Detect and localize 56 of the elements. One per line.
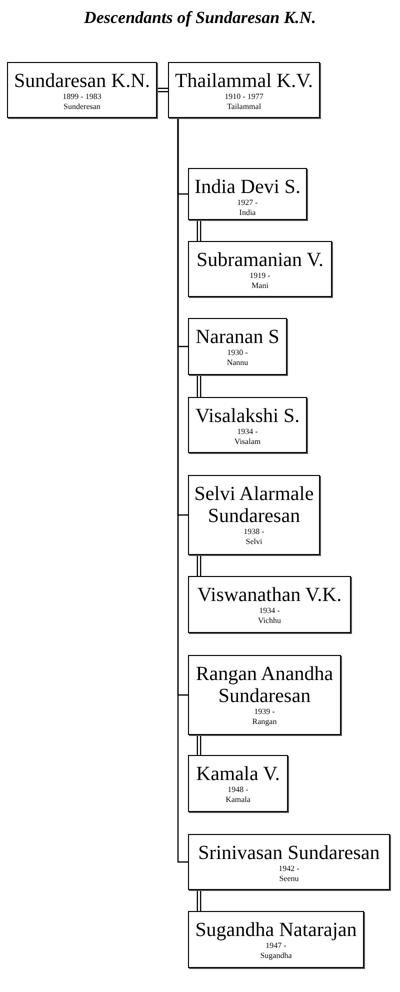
nickname: India: [238, 208, 257, 218]
person-box: [188, 241, 332, 297]
nickname: Vichhu: [256, 616, 282, 626]
person-box: [188, 168, 307, 220]
nickname: Sunderesan: [62, 102, 102, 112]
person-name: Sundaresan K.N.: [12, 70, 152, 92]
life-years: 1939 -: [253, 707, 276, 717]
life-years: 1927 -: [236, 198, 259, 208]
life-years: 1930 -: [226, 348, 249, 358]
person-name: Visalakshi S.: [194, 405, 301, 427]
nickname: Kamala: [224, 795, 252, 805]
marriage-line: [196, 374, 202, 398]
person-box: [7, 62, 157, 118]
marriage-line: [196, 554, 202, 577]
person-box: [188, 911, 364, 968]
person-name: Subramanian V.: [195, 249, 325, 271]
life-years: 1934 -: [236, 427, 259, 437]
marriage-line: [196, 219, 202, 242]
person-box: [188, 475, 320, 555]
nickname: Nannu: [226, 358, 250, 368]
life-years: 1910 - 1977: [224, 92, 264, 102]
person-box: [188, 834, 390, 890]
person-name: India Devi S.: [193, 176, 302, 198]
nickname: Mani: [250, 281, 270, 291]
life-years: 1919 -: [248, 271, 272, 281]
person-name: Viswanathan V.K.: [196, 584, 343, 606]
diagram-title: Descendants of Sundaresan K.N.: [82, 8, 317, 28]
person-box: [188, 576, 351, 633]
life-years: 1942 -: [278, 864, 300, 874]
nickname: Visalam: [233, 437, 262, 447]
person-box: [168, 62, 320, 118]
life-years: 1948 -: [226, 785, 250, 795]
person-box: [188, 655, 341, 735]
person-name: Kamala V.: [195, 763, 281, 785]
person-name: Naranan S: [194, 326, 280, 348]
life-years: 1938 -: [242, 527, 266, 537]
life-years: 1899 - 1983: [62, 92, 102, 102]
person-name: Rangan Anandha Sundaresan: [194, 663, 334, 707]
life-years: 1934 -: [258, 606, 281, 616]
marriage-line: [196, 889, 202, 912]
person-name: Selvi Alarmale Sundaresan: [193, 483, 315, 527]
person-name: Srinivasan Sundaresan: [197, 842, 381, 864]
person-box: [188, 318, 287, 375]
person-box: [188, 755, 288, 812]
marriage-line: [196, 734, 202, 756]
nickname: Rangan: [251, 717, 278, 727]
nickname: Selvi: [244, 537, 264, 547]
person-box: [188, 397, 307, 453]
person-name: Thailammal K.V.: [174, 70, 314, 92]
descent-line: [177, 118, 188, 863]
marriage-line: [156, 88, 169, 92]
nickname: Tailammal: [226, 102, 262, 112]
person-name: Sugandha Natarajan: [194, 919, 358, 941]
nickname: Seenu: [278, 874, 300, 884]
life-years: 1947 -: [264, 941, 288, 951]
nickname: Sugandha: [259, 951, 293, 961]
